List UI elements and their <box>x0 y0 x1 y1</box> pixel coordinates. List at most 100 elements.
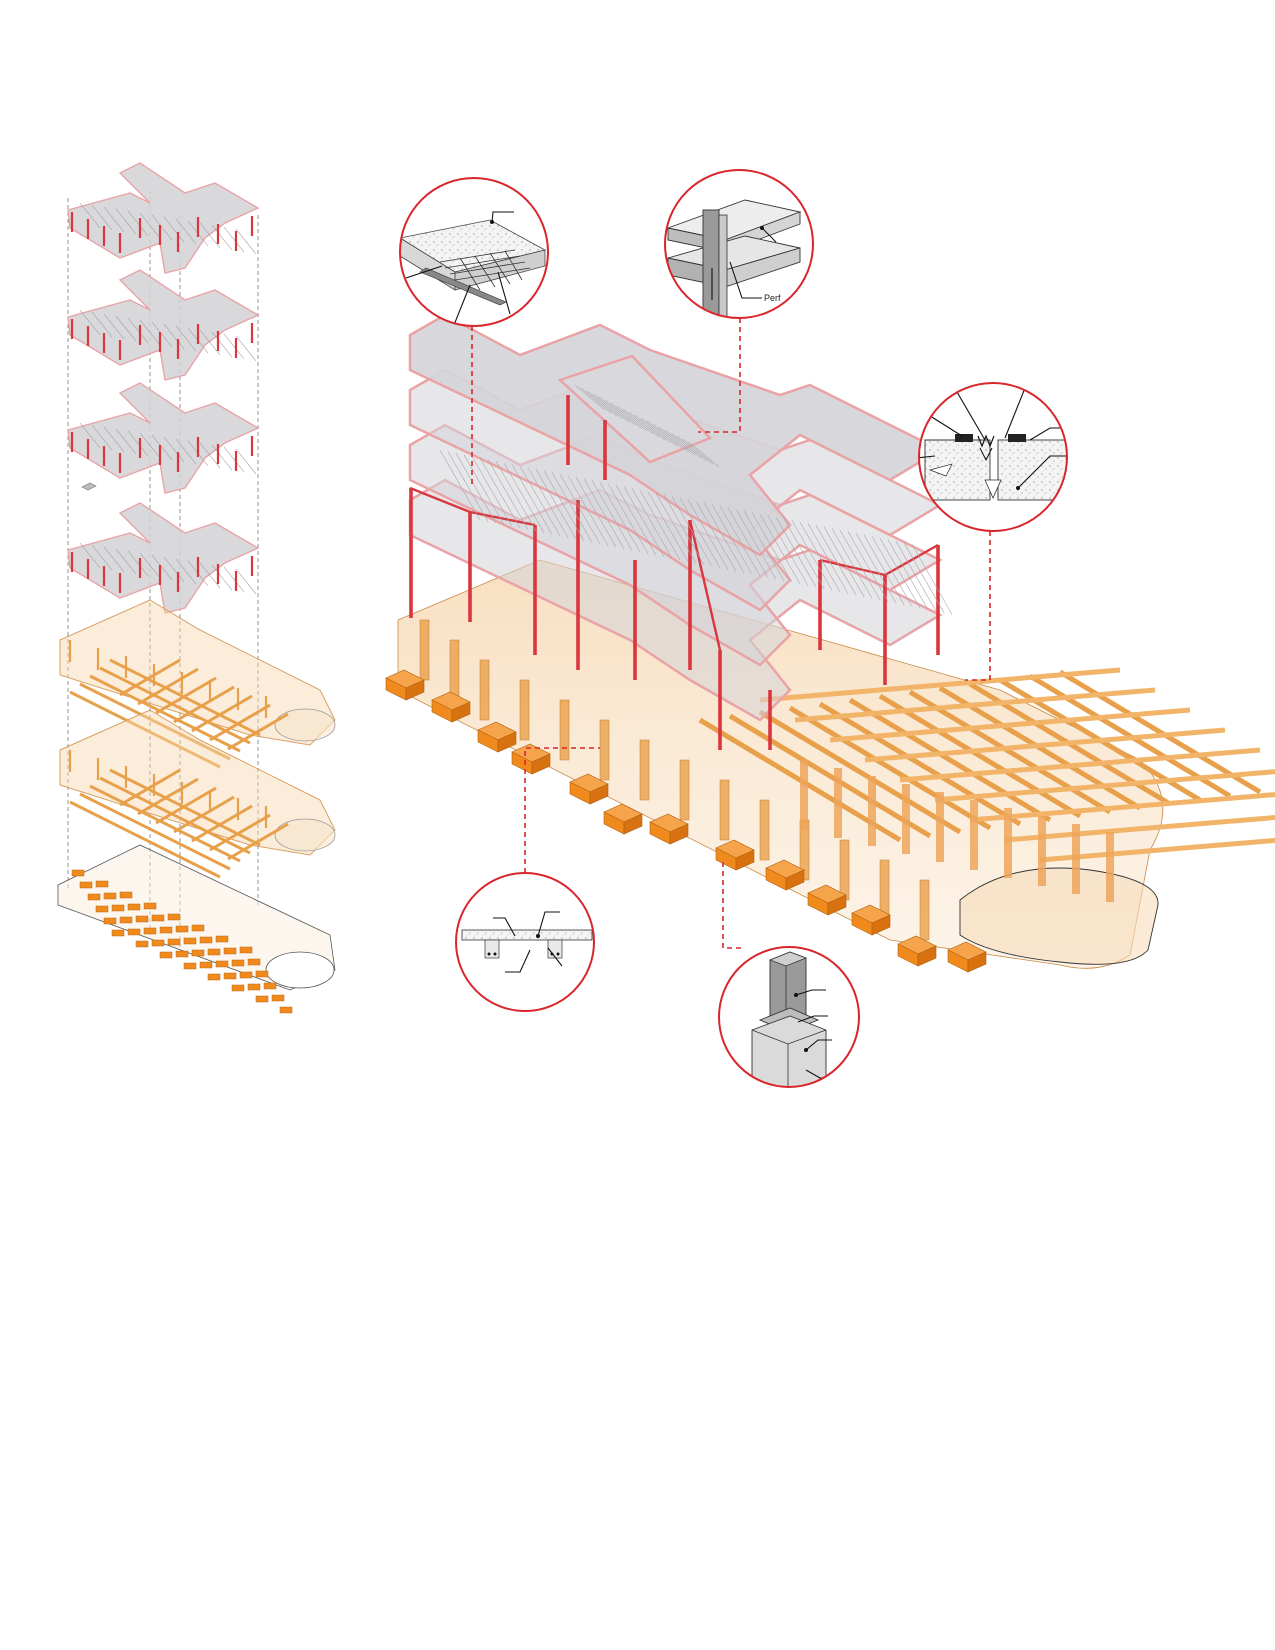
detail-expansion-joint <box>918 382 1068 532</box>
concrete-beam <box>79 682 231 761</box>
footing-pad <box>231 959 245 967</box>
joist <box>622 408 654 435</box>
podium-column <box>970 800 978 870</box>
footing-pad <box>135 940 149 948</box>
podium-column <box>868 776 876 846</box>
joist <box>646 420 678 447</box>
footing-pad <box>151 939 165 947</box>
footing-pad <box>103 892 117 900</box>
joist <box>783 518 825 589</box>
joist <box>751 512 793 583</box>
podium-column <box>559 699 570 761</box>
detail-composite-deck <box>399 177 549 327</box>
podium-beam <box>759 667 1121 703</box>
footing-pad <box>159 926 173 934</box>
podium-column <box>1004 808 1012 878</box>
steel-joint-icon: Perf <box>666 199 802 318</box>
podium-column <box>1106 832 1114 902</box>
footing-pad <box>111 929 125 937</box>
podium-beam-grid <box>419 619 1275 941</box>
expansion-joint-icon <box>919 383 1067 501</box>
footing-pad <box>151 914 165 922</box>
footings <box>385 669 987 973</box>
footing-pad <box>215 960 229 968</box>
concrete-beam <box>79 792 231 871</box>
footing-pad <box>199 936 213 944</box>
concrete-beam <box>119 768 181 807</box>
joist <box>895 541 937 612</box>
footing-side <box>669 823 689 845</box>
footing-pad <box>119 916 133 924</box>
footing-pad <box>263 982 277 990</box>
steel-level-3 <box>67 382 260 494</box>
footing-side <box>451 701 471 723</box>
detail-slab-section <box>455 872 595 1012</box>
footing-pad <box>223 947 237 955</box>
footing-pad <box>87 893 101 901</box>
joist <box>623 486 665 557</box>
joist <box>586 390 618 417</box>
footing-side <box>497 731 517 753</box>
footing-pad <box>143 927 157 935</box>
joist <box>655 493 697 564</box>
joist <box>604 399 636 426</box>
footing-pad <box>207 973 221 981</box>
joist <box>583 478 625 549</box>
steel-joists <box>439 384 953 615</box>
joist <box>682 438 714 465</box>
footing-pad <box>247 958 261 966</box>
footing-pad <box>231 984 245 992</box>
joist <box>695 501 737 572</box>
joist <box>559 473 601 545</box>
footing-pad <box>71 869 85 877</box>
footing-pad <box>79 881 93 889</box>
footing-pad <box>215 935 229 943</box>
concrete-beam <box>173 685 235 724</box>
joist <box>640 417 672 444</box>
footing-pad <box>183 962 197 970</box>
podium-column <box>679 759 690 821</box>
podium-column <box>719 779 730 841</box>
podium-column <box>449 639 460 701</box>
footing-pad <box>127 928 141 936</box>
steel-level-slab <box>67 269 260 381</box>
joist <box>791 520 833 591</box>
podium-beam <box>934 769 1275 803</box>
footing-side <box>589 783 609 805</box>
concrete-beam <box>69 690 221 769</box>
concrete-beam <box>99 666 251 745</box>
exploded-axonometric <box>57 162 336 1014</box>
steel-level-1 <box>67 162 260 274</box>
joist <box>543 470 585 541</box>
joist <box>839 529 881 601</box>
footing-side <box>967 951 987 973</box>
joist <box>647 491 689 562</box>
podium-column <box>800 760 808 830</box>
concrete-beam <box>119 658 181 697</box>
joist <box>652 423 684 450</box>
podium-beam <box>1004 814 1275 843</box>
joist <box>799 521 841 593</box>
joist <box>759 513 801 585</box>
joist <box>439 449 481 521</box>
concrete-beam <box>227 712 289 751</box>
concrete-beam <box>155 676 217 715</box>
podium-beam <box>864 727 1226 763</box>
joist <box>887 539 929 610</box>
concrete-beam <box>173 795 235 834</box>
joist <box>634 414 666 441</box>
joist <box>663 494 705 565</box>
footing-side <box>917 945 937 967</box>
steel-floor-slabs <box>408 313 943 722</box>
joist <box>911 544 953 615</box>
footing-side <box>531 753 551 775</box>
joist <box>455 453 497 524</box>
concrete-beam <box>209 813 271 852</box>
joist <box>471 456 513 527</box>
footing-pad <box>167 913 181 921</box>
joist <box>616 405 648 432</box>
podium-column <box>902 784 910 854</box>
joist <box>688 441 720 468</box>
joist <box>519 465 561 537</box>
